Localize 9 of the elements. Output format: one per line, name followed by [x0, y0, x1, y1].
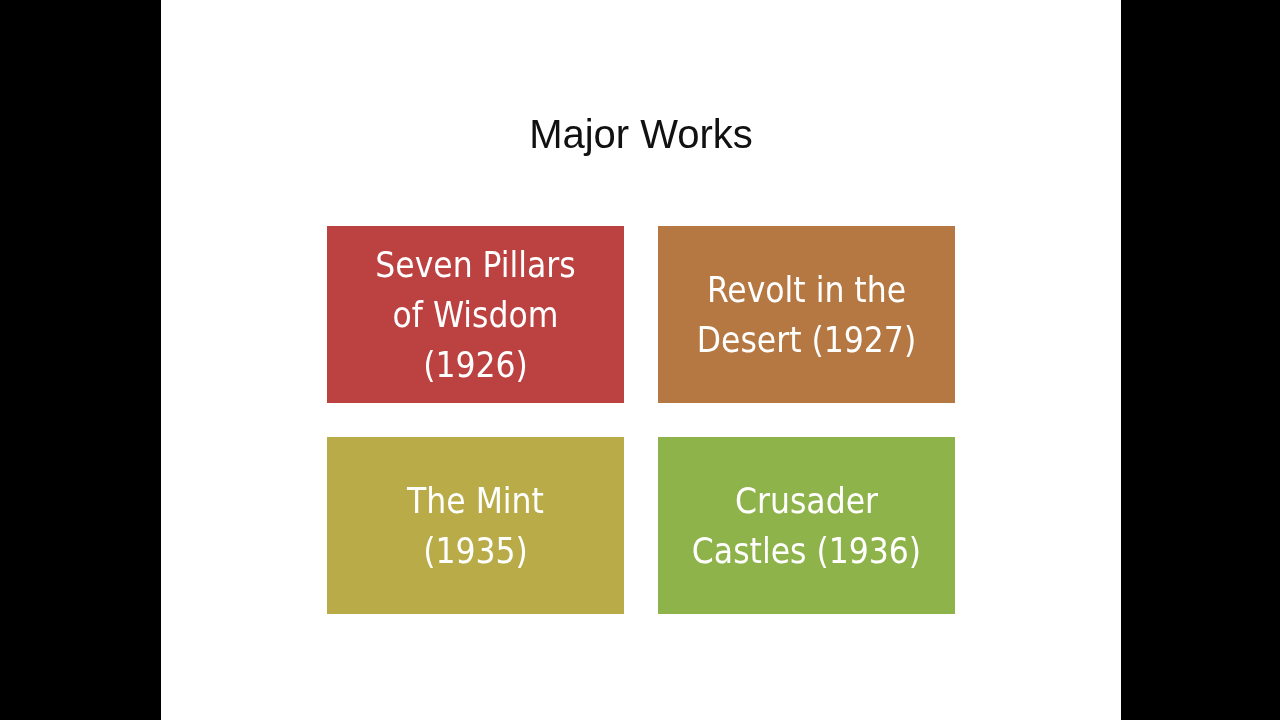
- work-box: [327, 437, 624, 614]
- work-box: [658, 437, 955, 614]
- work-title: Seven Pillars of Wisdom (1926): [374, 243, 577, 387]
- work-box: [658, 226, 955, 403]
- work-title: The Mint (1935): [406, 479, 545, 573]
- slide-title: Major Works: [528, 112, 754, 157]
- work-title: Crusader Castles (1936): [690, 479, 923, 573]
- work-box: [327, 226, 624, 403]
- work-title: Revolt in the Desert (1927): [695, 268, 918, 362]
